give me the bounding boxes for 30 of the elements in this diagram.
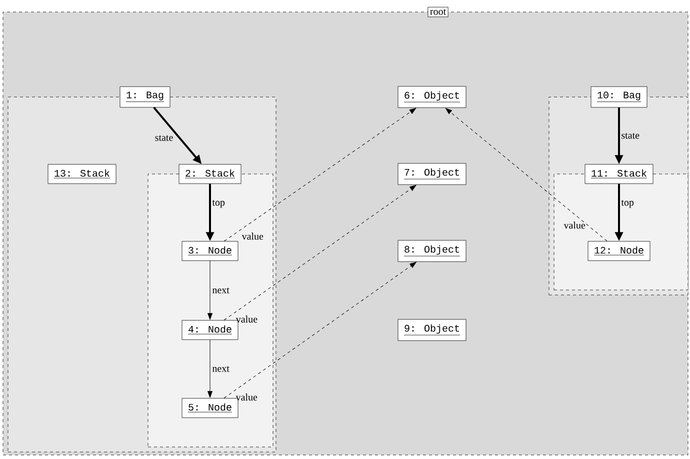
edge-label: value (564, 222, 586, 229)
arrow (208, 260, 212, 320)
object-box: 13: Stack (48, 164, 116, 184)
edge-label: state (622, 133, 640, 139)
object-box: 3: Node (182, 241, 238, 261)
edge-label: value (236, 394, 258, 401)
object-box: 12: Node (588, 241, 650, 261)
edge-label: top (621, 200, 634, 208)
edge-label: value (242, 232, 264, 240)
object-box: 10: Bag (590, 86, 648, 108)
edge-label: next (212, 288, 230, 294)
edge-label: next (212, 366, 230, 372)
object-box: 2: Stack (178, 164, 242, 184)
object-box: 6: Object (398, 86, 466, 108)
object-box: 8: Object (398, 240, 466, 262)
edge-label: state (155, 135, 173, 141)
object-box: 4: Node (182, 320, 238, 340)
object-box: 1: Bag (120, 86, 170, 108)
edge-label: top (212, 200, 225, 208)
arrow (224, 262, 416, 398)
region-label: root (428, 6, 448, 18)
arrow (224, 108, 416, 242)
object-box: 5: Node (182, 398, 238, 418)
object-box: 9: Object (398, 319, 466, 341)
arrow (208, 340, 212, 398)
arrow (224, 185, 416, 320)
edge-label: value (236, 316, 258, 323)
object-box: 7: Object (398, 163, 466, 185)
object-box: 11: Stack (584, 164, 654, 184)
arrow (446, 108, 608, 242)
